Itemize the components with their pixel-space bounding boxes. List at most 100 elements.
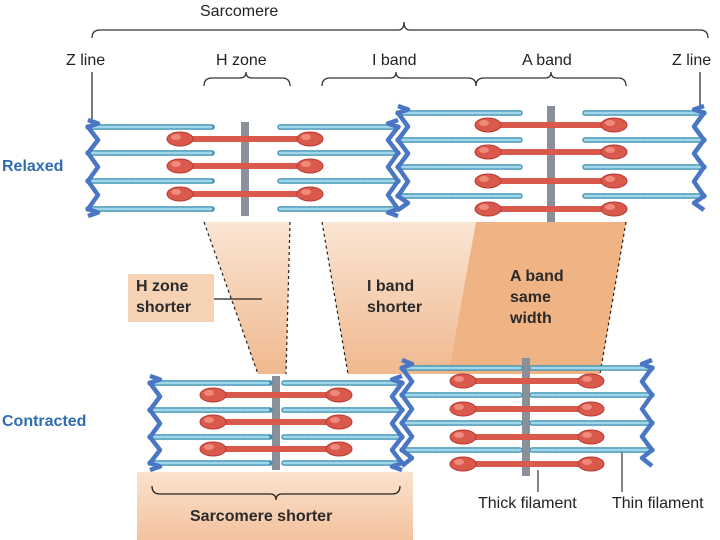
myosin-head-highlight xyxy=(605,204,615,210)
myosin-head-highlight xyxy=(605,176,615,182)
myosin-head-highlight xyxy=(479,204,489,210)
a-band-bracket xyxy=(475,71,627,87)
myosin-head-highlight xyxy=(582,376,592,382)
z-line xyxy=(399,357,415,468)
myosin-head-highlight xyxy=(330,390,340,396)
myosin-head-highlight xyxy=(582,404,592,410)
a-band-projection-edge-right xyxy=(599,221,627,375)
relaxed-sarcomere-left xyxy=(85,117,401,219)
myosin-head-cluster xyxy=(600,201,628,217)
z-line xyxy=(395,103,411,212)
thick-filament xyxy=(199,387,353,403)
h-zone-projection-edge-left xyxy=(203,221,259,375)
myosin-head-cluster xyxy=(296,131,324,147)
i-band-bracket xyxy=(321,71,477,87)
myosin-head-cluster xyxy=(600,144,628,160)
thick-filament xyxy=(449,401,605,417)
h-zone-bracket xyxy=(203,71,291,87)
myosin-head-highlight xyxy=(301,134,311,140)
thick-filament xyxy=(474,173,628,189)
a-band-label: A band xyxy=(522,52,572,69)
z-line xyxy=(385,117,401,219)
myosin-head-highlight xyxy=(454,459,464,465)
contracted-sarcomere-right xyxy=(399,357,655,476)
myosin-head-cluster xyxy=(577,456,605,472)
sarcomere-shorter-bracket xyxy=(151,485,401,501)
thick-filament-label: Thick filament xyxy=(478,495,577,512)
thick-filament xyxy=(199,441,353,457)
myosin-head-cluster xyxy=(600,173,628,189)
thick-filament xyxy=(474,144,628,160)
a-band-same-width-label: A band same width xyxy=(510,268,564,327)
h-zone-projection-edge-right xyxy=(285,221,291,375)
myosin-head-highlight xyxy=(479,176,489,182)
myosin-head-highlight xyxy=(479,147,489,153)
myosin-head-cluster xyxy=(474,201,502,217)
thick-filament xyxy=(166,158,324,174)
myosin-head-cluster xyxy=(199,441,227,457)
myosin-head-highlight xyxy=(582,459,592,465)
myosin-head-highlight xyxy=(330,417,340,423)
thick-filament xyxy=(166,131,324,147)
thick-filament xyxy=(199,414,353,430)
myosin-head-highlight xyxy=(301,189,311,195)
myosin-head-highlight xyxy=(204,390,214,396)
m-line xyxy=(547,106,555,222)
m-line xyxy=(522,358,530,476)
i-band-label: I band xyxy=(372,52,417,69)
thin-filament-label: Thin filament xyxy=(612,495,704,512)
h-zone-shorter-label: H zone shorter xyxy=(128,274,214,322)
thick-filament xyxy=(474,201,628,217)
myosin-head-cluster xyxy=(577,429,605,445)
myosin-head-cluster xyxy=(474,144,502,160)
myosin-head-cluster xyxy=(199,414,227,430)
sarcomere-shorter-label: Sarcomere shorter xyxy=(190,508,333,525)
myosin-head-highlight xyxy=(454,432,464,438)
myosin-head-cluster xyxy=(325,414,353,430)
myosin-head-highlight xyxy=(204,444,214,450)
myosin-head-highlight xyxy=(582,432,592,438)
myosin-head-highlight xyxy=(301,161,311,167)
z-line-right-label: Z line xyxy=(672,52,712,69)
i-band-projection xyxy=(322,222,476,374)
myosin-head-highlight xyxy=(454,376,464,382)
myosin-head-highlight xyxy=(605,147,615,153)
myosin-head-cluster xyxy=(474,173,502,189)
myosin-head-highlight xyxy=(171,189,181,195)
i-band-shorter-label: I band shorter xyxy=(367,278,423,316)
myosin-head-cluster xyxy=(449,429,477,445)
myosin-head-highlight xyxy=(605,120,615,126)
sarcomere-shorter-band xyxy=(137,472,413,540)
myosin-head-cluster xyxy=(296,158,324,174)
thick-filament xyxy=(449,429,605,445)
i-band-projection-edge-left xyxy=(321,221,349,375)
myosin-head-cluster xyxy=(577,401,605,417)
thick-filament xyxy=(166,186,324,202)
z-line xyxy=(639,357,655,468)
thick-filament xyxy=(449,373,605,389)
myosin-head-cluster xyxy=(199,387,227,403)
z-line-left-label: Z line xyxy=(66,52,106,69)
sarcomere-label: Sarcomere xyxy=(200,3,279,20)
thick-filament xyxy=(474,117,628,133)
myosin-head-cluster xyxy=(296,186,324,202)
thick-filament xyxy=(449,456,605,472)
h-zone-projection xyxy=(204,222,290,374)
h-zone-label: H zone xyxy=(216,52,267,69)
myosin-head-cluster xyxy=(474,117,502,133)
myosin-head-highlight xyxy=(171,134,181,140)
contracted-sarcomere-left xyxy=(147,373,405,473)
myosin-head-cluster xyxy=(577,373,605,389)
myosin-head-cluster xyxy=(166,158,194,174)
contracted-label: Contracted xyxy=(2,413,87,430)
myosin-head-cluster xyxy=(449,456,477,472)
myosin-head-highlight xyxy=(171,161,181,167)
sarcomere-bracket xyxy=(91,21,709,39)
myosin-head-highlight xyxy=(204,417,214,423)
a-band-projection xyxy=(448,222,626,374)
band-projections xyxy=(203,221,627,375)
myosin-head-cluster xyxy=(325,387,353,403)
relaxed-label: Relaxed xyxy=(2,158,64,175)
